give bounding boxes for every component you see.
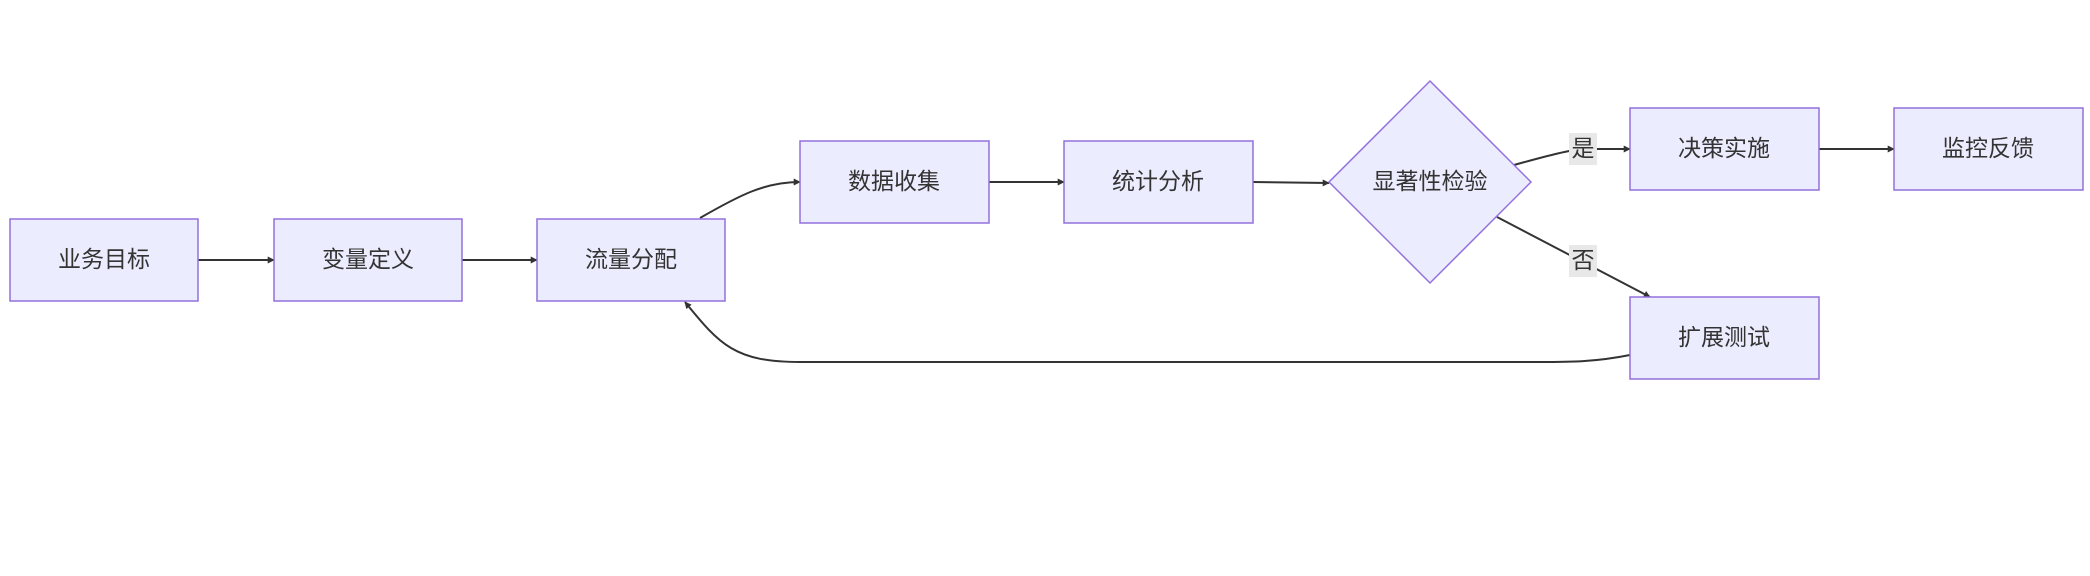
node-significance-test: 显著性检验 bbox=[1327, 79, 1533, 285]
node-data-collection: 数据收集 bbox=[799, 140, 990, 224]
node-monitoring-feedback-box bbox=[1893, 107, 2084, 191]
node-decision-implementation-label: 决策实施 bbox=[1678, 136, 1770, 162]
edge-extended-test-to-traffic-allocation bbox=[684, 301, 1631, 363]
edge-label-no-background bbox=[1569, 245, 1597, 277]
node-extended-test-box bbox=[1629, 296, 1820, 380]
edge-label-no: 否 bbox=[1569, 245, 1597, 277]
node-traffic-allocation-box bbox=[536, 218, 726, 302]
node-data-collection-box bbox=[799, 140, 990, 224]
edge-traffic-allocation-to-data-collection bbox=[699, 178, 801, 219]
node-extended-test-label: 扩展测试 bbox=[1678, 325, 1770, 351]
node-significance-test-diamond bbox=[1327, 79, 1533, 285]
edge-statistical-analysis-to-significance-test bbox=[1252, 179, 1330, 187]
node-business-goal-label: 业务目标 bbox=[58, 247, 150, 273]
node-statistical-analysis: 统计分析 bbox=[1063, 140, 1254, 224]
node-data-collection-label: 数据收集 bbox=[848, 169, 940, 195]
node-business-goal: 业务目标 bbox=[9, 218, 199, 302]
node-business-goal-box bbox=[9, 218, 199, 302]
node-variable-definition: 变量定义 bbox=[273, 218, 463, 302]
node-decision-implementation: 决策实施 bbox=[1629, 107, 1820, 191]
node-traffic-allocation: 流量分配 bbox=[536, 218, 726, 302]
node-monitoring-feedback: 监控反馈 bbox=[1893, 107, 2084, 191]
node-traffic-allocation-label: 流量分配 bbox=[585, 247, 677, 273]
node-variable-definition-box bbox=[273, 218, 463, 302]
node-monitoring-feedback-label: 监控反馈 bbox=[1942, 136, 2034, 162]
node-statistical-analysis-box bbox=[1063, 140, 1254, 224]
edge-label-yes: 是 bbox=[1569, 133, 1597, 165]
node-extended-test: 扩展测试 bbox=[1629, 296, 1820, 380]
edge-label-yes-background bbox=[1569, 133, 1597, 165]
node-significance-test-label: 显著性检验 bbox=[1373, 169, 1488, 195]
edge-label-no-text: 否 bbox=[1572, 248, 1595, 274]
edge-label-yes-text: 是 bbox=[1572, 136, 1595, 162]
node-variable-definition-label: 变量定义 bbox=[322, 247, 414, 273]
node-decision-implementation-box bbox=[1629, 107, 1820, 191]
node-statistical-analysis-label: 统计分析 bbox=[1112, 169, 1204, 195]
